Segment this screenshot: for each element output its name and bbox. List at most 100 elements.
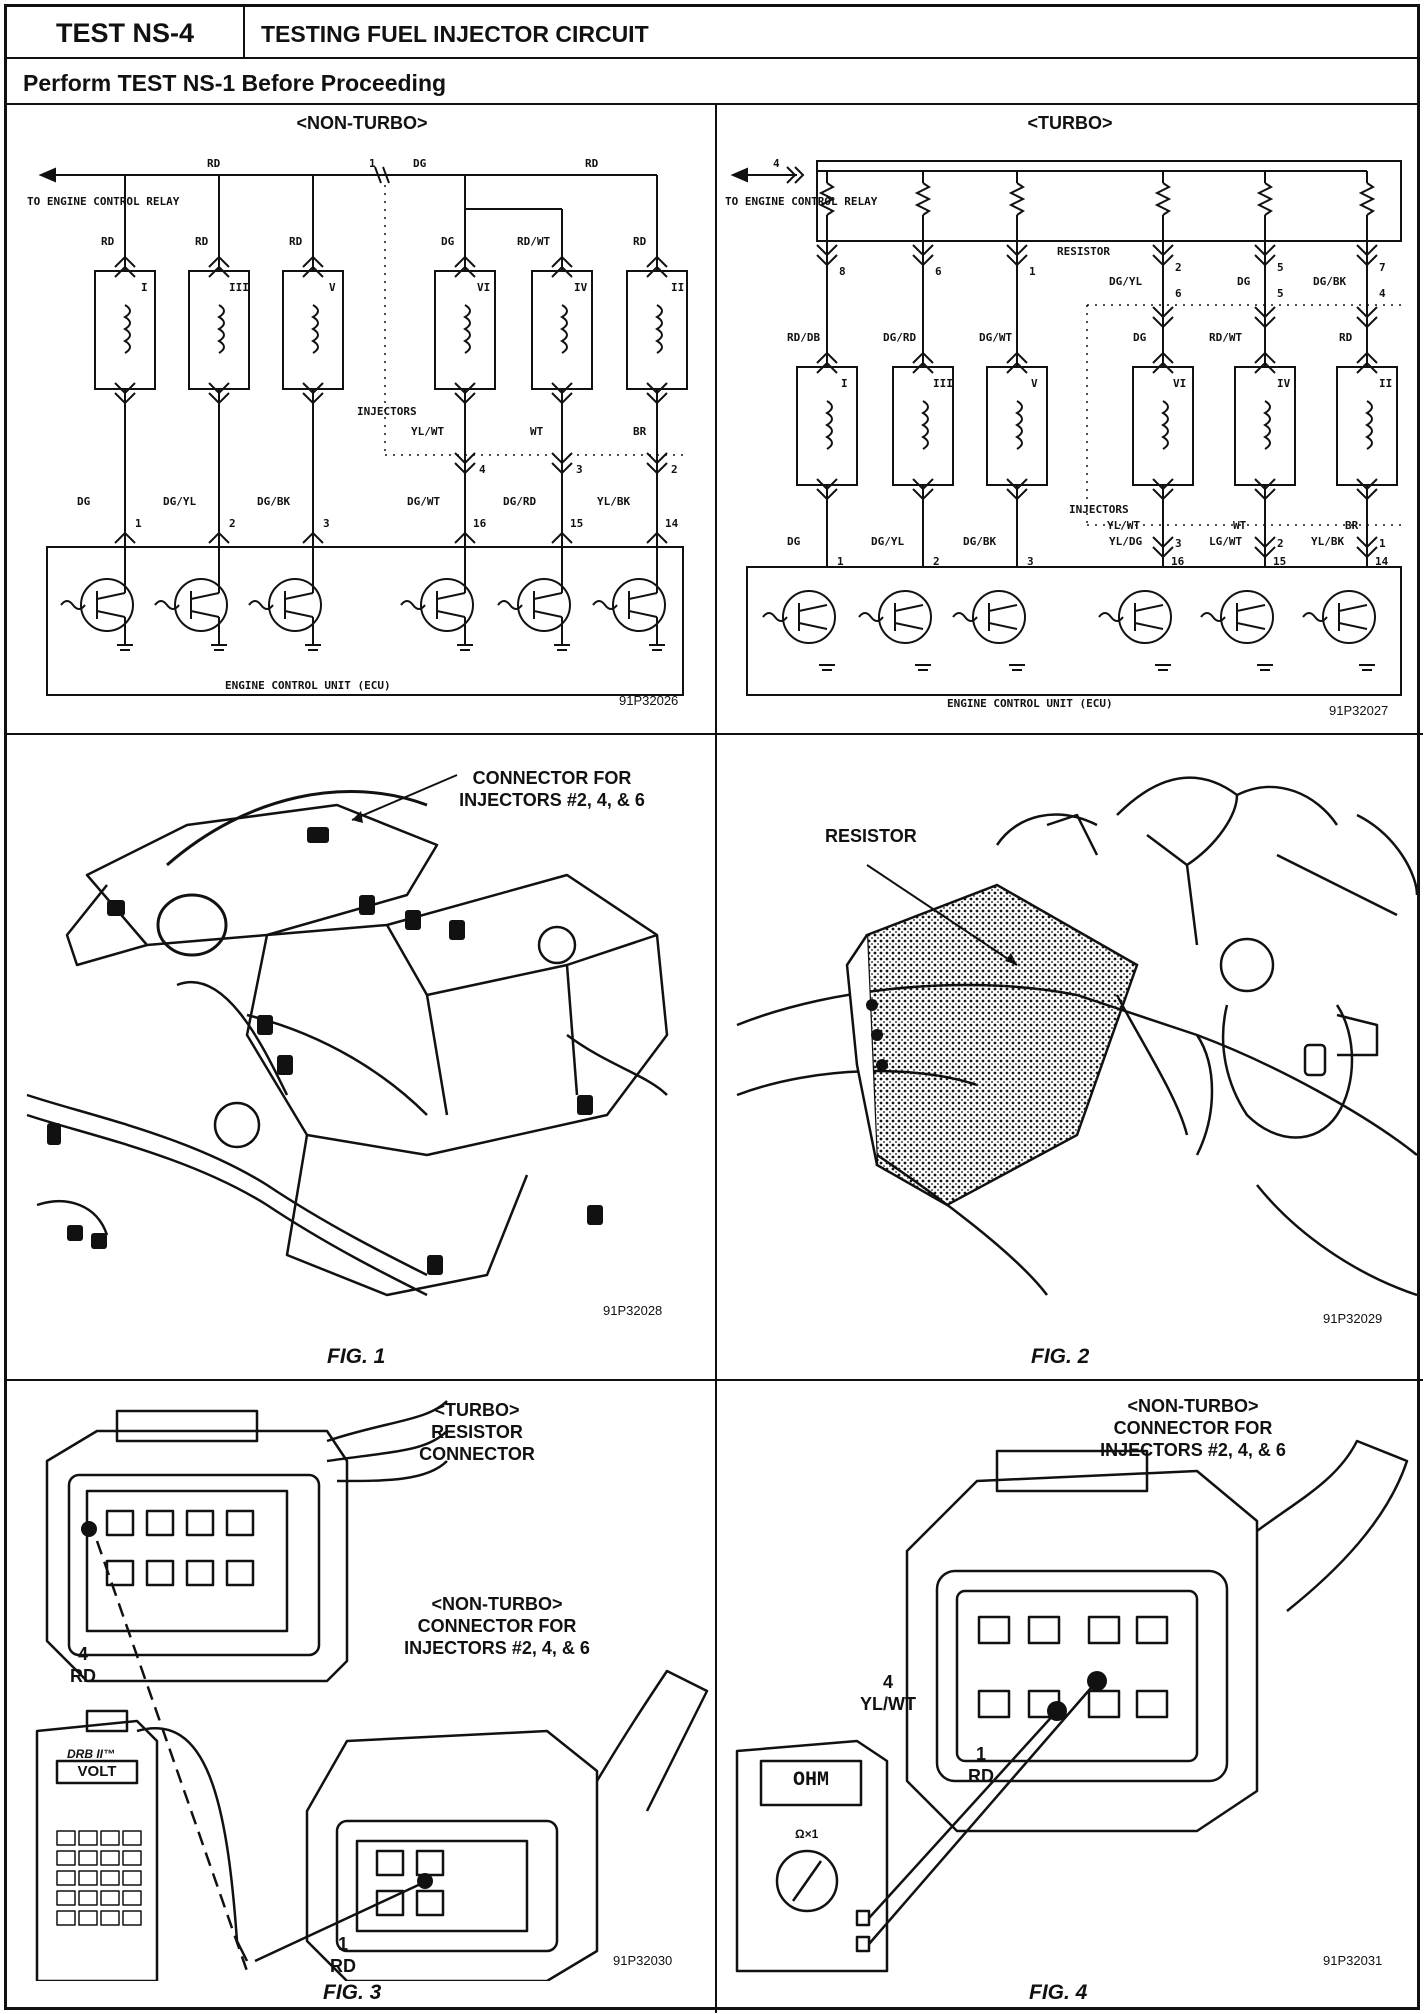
t-inj2-res-wire: DG/BK [1313, 275, 1346, 288]
nt-injectors-label: INJECTORS [357, 405, 417, 418]
test-title: TESTING FUEL INJECTOR CIRCUIT [261, 21, 649, 47]
nt-inj2-ecu-pin: 14 [665, 517, 679, 530]
nt-inj6-conn-pin: 4 [479, 463, 486, 476]
nt-inj6-bottom-wire: DG/WT [407, 495, 440, 508]
fig1-code: 91P32028 [603, 1303, 663, 1318]
t-inj2-num: II [1379, 377, 1392, 390]
t-inj4-res-pin2: 5 [1277, 287, 1284, 300]
nt-ecu-label: ENGINE CONTROL UNIT (ECU) [225, 679, 391, 692]
nt-inj1-bottom-wire: DG [77, 495, 91, 508]
nt-inj6-mid-wire: YL/WT [411, 425, 444, 438]
non-turbo-wiring-diagram: TO ENGINE CONTROL RELAY RD 1 DG RD I III… [27, 157, 688, 696]
t-inj4-top-wire: RD/WT [1209, 331, 1242, 344]
prerequisite-row: Perform TEST NS-1 Before Proceeding [7, 59, 1417, 105]
nt-inj3-ecu-pin: 2 [229, 517, 236, 530]
t-inj4-res-pin: 5 [1277, 261, 1284, 274]
nt-bus-rd-1: RD [207, 157, 221, 170]
nt-inj5-num: V [329, 281, 336, 294]
nt-inj4-num: IV [574, 281, 588, 294]
nt-inj3-num: III [229, 281, 249, 294]
t-inj5-num: V [1031, 377, 1038, 390]
fig3-caption: FIG. 3 [323, 1981, 382, 2004]
fig3-code: 91P32030 [613, 1953, 673, 1968]
non-turbo-title: <NON-TURBO> [296, 113, 428, 133]
t-injectors-label: INJECTORS [1069, 503, 1129, 516]
t-inj4-conn-pin: 2 [1277, 537, 1284, 550]
t-inj5-bottom-wire: DG/BK [963, 535, 996, 548]
t-inj3-res-pin: 6 [935, 265, 942, 278]
nt-inj6-num: VI [477, 281, 490, 294]
turbo-schematic-panel: <TURBO> [717, 105, 1423, 735]
t-inj6-res-pin2: 6 [1175, 287, 1182, 300]
t-inj3-num: III [933, 377, 953, 390]
nt-inj2-top-wire: RD [633, 235, 647, 248]
t-inj6-num: VI [1173, 377, 1186, 390]
t-ecu-label: ENGINE CONTROL UNIT (ECU) [947, 697, 1113, 710]
t-resistor-label: RESISTOR [1057, 245, 1110, 258]
t-inj6-bottom-wire: YL/DG [1109, 535, 1142, 548]
nt-bus-dg: DG [413, 157, 427, 170]
t-inj4-res-wire: DG [1237, 275, 1251, 288]
t-inj1-res-pin: 8 [839, 265, 846, 278]
t-inj5-res-pin: 1 [1029, 265, 1036, 278]
fig3-pin-1-rd: 1 RD [330, 1934, 356, 1976]
fig2-callout: RESISTOR [825, 826, 917, 846]
nt-inj5-top-wire: RD [289, 235, 303, 248]
non-turbo-code: 91P32026 [619, 693, 679, 708]
nt-inj4-bottom-wire: DG/RD [503, 495, 536, 508]
injector-connector-ohm-test [735, 1439, 1409, 1973]
nt-inj3-bottom-wire: DG/YL [163, 495, 196, 508]
nt-inj1-num: I [141, 281, 148, 294]
fig1-caption: FIG. 1 [327, 1345, 386, 1368]
test-id: TEST NS-4 [7, 7, 245, 59]
t-inj5-ecu-pin: 3 [1027, 555, 1034, 568]
t-inj1-bottom-wire: DG [787, 535, 801, 548]
fig4-code: 91P32031 [1323, 1953, 1383, 1968]
t-inj2-ecu-pin: 14 [1375, 555, 1389, 568]
nt-inj5-bottom-wire: DG/BK [257, 495, 290, 508]
fig2-panel: RESISTOR 91P32029 FIG. 2 [717, 735, 1423, 1381]
t-inj6-res-pin: 2 [1175, 261, 1182, 274]
fig4-panel: <NON-TURBO> CONNECTOR FOR INJECTORS #2, … [717, 1381, 1423, 2013]
t-to-relay-label: TO ENGINE CONTROL RELAY [725, 195, 878, 208]
fig1-callout: CONNECTOR FOR INJECTORS #2, 4, & 6 [459, 768, 645, 810]
t-inj4-mid-wire: WT [1233, 519, 1247, 532]
nt-inj2-bottom-wire: YL/BK [597, 495, 630, 508]
t-inj2-res-pin: 7 [1379, 261, 1386, 274]
nt-inj2-num: II [671, 281, 684, 294]
t-inj6-conn-pin: 3 [1175, 537, 1182, 550]
t-inj1-num: I [841, 377, 848, 390]
engine-illustration [26, 774, 669, 1297]
turbo-wiring-diagram: 4 TO ENGINE CONTROL RELAY RESISTOR 8 6 1… [725, 157, 1407, 710]
fig4-caption: FIG. 4 [1029, 1981, 1088, 2004]
header-row: TEST NS-4 TESTING FUEL INJECTOR CIRCUIT [7, 7, 1417, 59]
resistor-connector-voltage-test [35, 1400, 709, 1981]
t-inj1-ecu-pin: 1 [837, 555, 844, 568]
t-relay-pin: 4 [773, 157, 780, 170]
t-inj3-ecu-pin: 2 [933, 555, 940, 568]
t-inj5-top-wire: DG/WT [979, 331, 1012, 344]
t-inj1-top-wire: RD/DB [787, 331, 820, 344]
fig3-panel: <TURBO> RESISTOR CONNECTOR <NON-TURBO> C… [7, 1381, 717, 2013]
fig4-callout: <NON-TURBO> CONNECTOR FOR INJECTORS #2, … [1100, 1396, 1286, 1460]
fig4-pin-1-rd: 1 RD [968, 1744, 994, 1786]
nt-inj4-top-wire: RD/WT [517, 235, 550, 248]
fig2-code: 91P32029 [1323, 1311, 1383, 1326]
nt-bus-rd-2: RD [585, 157, 599, 170]
t-inj3-bottom-wire: DG/YL [871, 535, 904, 548]
nt-inj1-top-wire: RD [101, 235, 115, 248]
ohm-meter-display: OHM [792, 1769, 829, 1792]
t-inj2-conn-pin: 1 [1379, 537, 1386, 550]
fig3-pin-4-rd: 4 RD [70, 1644, 96, 1686]
t-inj2-top-wire: RD [1339, 331, 1353, 344]
drb-volt-display: VOLT [77, 1763, 117, 1780]
t-inj2-res-pin2: 4 [1379, 287, 1386, 300]
nt-inj2-mid-wire: BR [633, 425, 647, 438]
ohm-meter-scale: Ω×1 [795, 1827, 819, 1841]
turbo-code: 91P32027 [1329, 703, 1389, 718]
fig3-callout-turbo: <TURBO> RESISTOR CONNECTOR [419, 1400, 535, 1464]
prerequisite-text: Perform TEST NS-1 Before Proceeding [23, 70, 447, 96]
fig3-callout-non-turbo: <NON-TURBO> CONNECTOR FOR INJECTORS #2, … [404, 1594, 590, 1658]
nt-inj4-conn-pin: 3 [576, 463, 583, 476]
nt-inj6-ecu-pin: 16 [473, 517, 487, 530]
